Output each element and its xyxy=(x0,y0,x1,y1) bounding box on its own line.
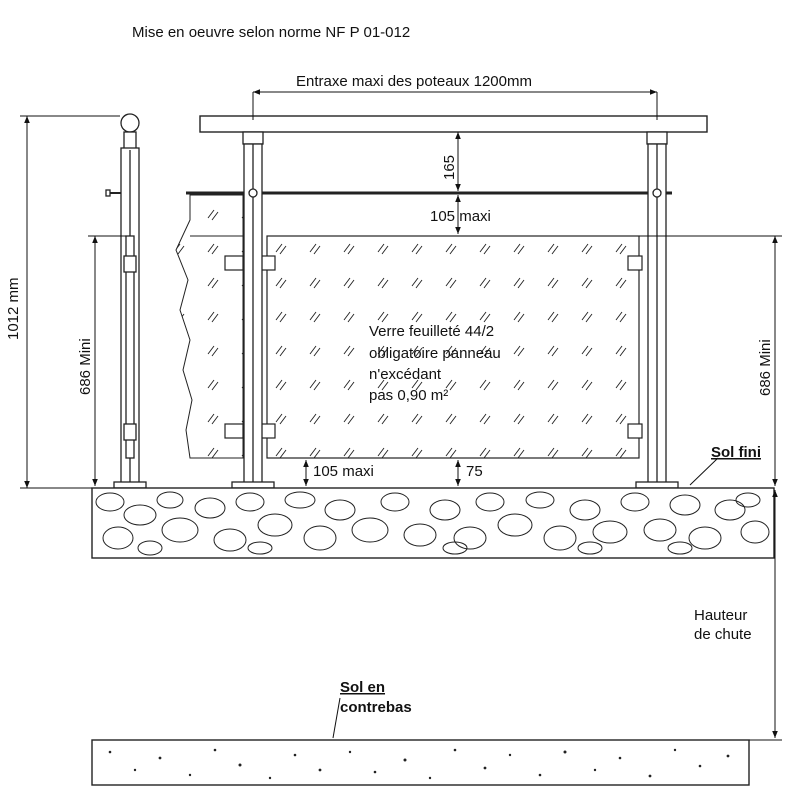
svg-text:n'excédant: n'excédant xyxy=(369,366,442,383)
post-spacing-label: Entraxe maxi des poteaux 1200mm xyxy=(296,73,532,90)
rail-gap-label: 105 maxi xyxy=(430,208,491,225)
left-glass-height-label: 686 Mini xyxy=(77,338,94,395)
handrail xyxy=(199,115,708,133)
top-gap-label: 165 xyxy=(441,155,458,180)
hauteur-label-2: de chute xyxy=(694,626,752,643)
sol-contrebas-label-2: contrebas xyxy=(340,699,412,716)
glass-note: Verre feuilleté 44/2 obligatoire panneau… xyxy=(369,323,501,404)
sol-contrebas-label-1: Sol en xyxy=(340,679,385,696)
svg-text:pas 0,90 m²: pas 0,90 m² xyxy=(369,387,448,404)
front-post-right xyxy=(635,131,679,489)
bottom-small-label: 75 xyxy=(466,463,483,480)
ground-lower xyxy=(91,739,750,786)
total-height-label: 1012 mm xyxy=(5,277,22,340)
svg-text:obligatoire panneau: obligatoire panneau xyxy=(369,345,501,362)
front-post-left xyxy=(231,131,275,489)
side-post xyxy=(105,113,147,489)
bottom-gap-label: 105 maxi xyxy=(313,463,374,480)
sol-fini-label: Sol fini xyxy=(711,444,761,461)
glass-panel xyxy=(175,194,640,459)
ground-upper xyxy=(91,487,775,559)
leader-lines xyxy=(332,457,719,739)
dimension-lines xyxy=(20,89,782,741)
hauteur-label-1: Hauteur xyxy=(694,607,747,624)
diagram-title: Mise en oeuvre selon norme NF P 01-012 xyxy=(132,24,410,41)
glass-clamps xyxy=(224,255,643,439)
svg-text:Verre feuilleté 44/2: Verre feuilleté 44/2 xyxy=(369,323,494,340)
right-glass-height-label: 686 Mini xyxy=(757,339,774,396)
